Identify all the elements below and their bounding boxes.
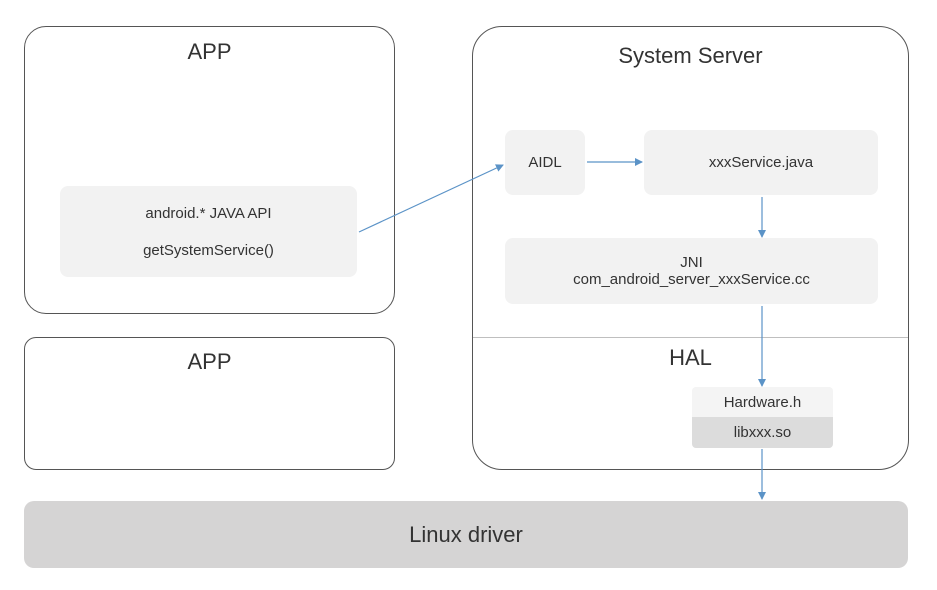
- app-title-bottom: APP: [187, 349, 232, 374]
- aidl-box[interactable]: AIDL: [505, 130, 585, 195]
- hardware-h-label: Hardware.h: [723, 393, 802, 411]
- get-system-service-label: getSystemService(): [143, 241, 274, 259]
- xxx-service-label: xxxService.java: [708, 154, 814, 171]
- app-title-top: APP: [187, 39, 232, 64]
- xxx-service-box[interactable]: xxxService.java: [644, 130, 878, 195]
- hardware-h-box[interactable]: Hardware.h: [692, 387, 833, 417]
- libxxx-label: libxxx.so: [733, 424, 792, 441]
- system-server-title: System Server: [618, 43, 763, 68]
- jni-file-label: com_android_server_xxxService.cc: [573, 271, 810, 288]
- hal-divider: [473, 337, 908, 338]
- libxxx-box[interactable]: libxxx.so: [692, 417, 833, 448]
- hal-title: HAL: [669, 345, 712, 370]
- linux-driver-bar[interactable]: Linux driver: [24, 501, 908, 568]
- jni-label: JNI: [680, 254, 703, 271]
- linux-driver-label: Linux driver: [409, 521, 523, 547]
- aidl-label: AIDL: [528, 154, 562, 171]
- java-api-label: android.* JAVA API: [145, 204, 272, 222]
- java-api-box[interactable]: android.* JAVA API getSystemService(): [60, 186, 357, 277]
- jni-box[interactable]: JNI com_android_server_xxxService.cc: [505, 238, 878, 304]
- app-frame-bottom: APP: [24, 337, 395, 470]
